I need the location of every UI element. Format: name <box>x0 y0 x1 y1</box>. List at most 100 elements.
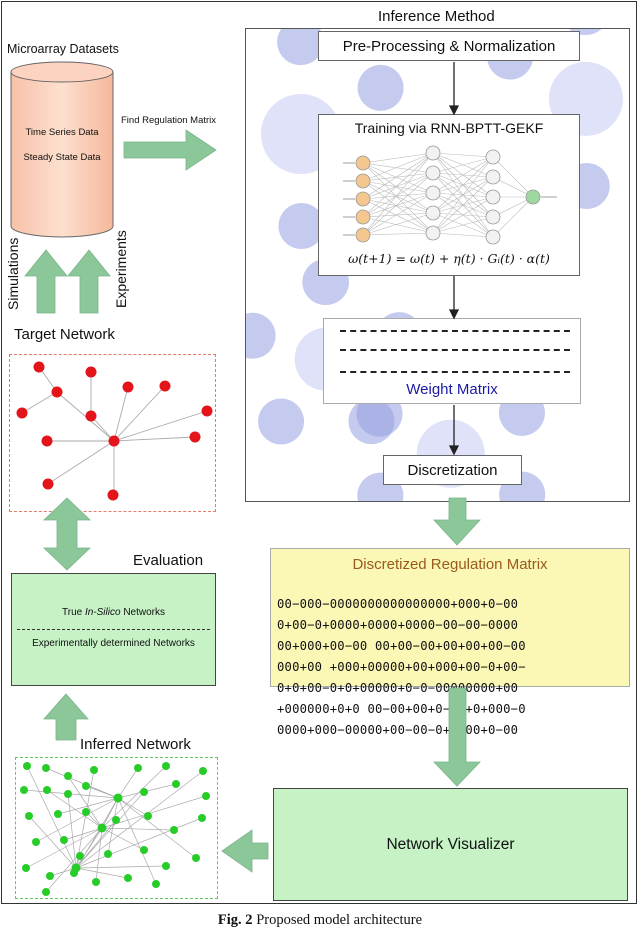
target-node <box>122 381 134 393</box>
nn-connection <box>362 192 434 200</box>
caption-label: Fig. 2 <box>217 912 253 928</box>
nn-connection <box>362 162 434 234</box>
caption-text: Proposed model architecture <box>252 912 423 928</box>
nn-connection <box>362 172 434 218</box>
inferred-edge <box>101 827 145 851</box>
inferred-edge <box>101 797 119 829</box>
inferred-node <box>140 846 148 854</box>
inferred-node <box>172 780 180 788</box>
nn-connection <box>492 156 534 198</box>
inferred-hub-node <box>71 863 81 873</box>
inference-method-title: Inference Method <box>378 8 495 25</box>
discretization-label: Discretization <box>407 462 498 479</box>
nn-connection <box>362 162 434 194</box>
inferred-network-box <box>15 757 218 899</box>
inferred-edge <box>117 797 149 817</box>
inferred-edge <box>75 769 95 869</box>
arrow-visualizer-to-inferred <box>221 829 269 873</box>
nn-neuron <box>425 145 441 161</box>
inferred-node <box>90 766 98 774</box>
nn-connection <box>362 232 434 236</box>
nn-connection <box>432 196 494 234</box>
inferred-node <box>112 816 120 824</box>
nn-neuron <box>355 173 371 189</box>
drm-row: 0+00−0+0000+0000+0000−00−00−0000 <box>277 618 519 632</box>
arrow-inference-to-drm <box>433 497 481 546</box>
datasets-cylinder <box>10 61 114 238</box>
nn-neuron <box>355 155 371 171</box>
inferred-node <box>192 854 200 862</box>
training-box: Training via RNN-BPTT-GEKF ω(t+1) = ω(t)… <box>318 114 580 276</box>
nn-connection <box>362 172 434 236</box>
arrow-inferred-to-evaluation <box>43 693 89 741</box>
nn-neuron <box>485 169 501 185</box>
nn-connection <box>362 152 434 200</box>
inferred-node <box>162 862 170 870</box>
nn-neuron <box>485 149 501 165</box>
inferred-edge <box>101 765 167 829</box>
target-edge <box>90 415 115 442</box>
nn-neuron <box>485 189 501 205</box>
inferred-network-graph <box>20 762 210 896</box>
target-node <box>85 366 97 378</box>
inferred-node <box>104 850 112 858</box>
target-hub-node <box>108 435 120 447</box>
nn-connection <box>362 180 434 194</box>
datasets-title: Microarray Datasets <box>7 42 119 56</box>
inferred-edge <box>26 765 77 869</box>
discretization-box: Discretization <box>383 455 522 485</box>
target-node <box>201 405 213 417</box>
inferred-edge <box>67 793 77 869</box>
evaluation-suffix: Networks <box>120 607 165 618</box>
nn-connection <box>362 152 434 236</box>
inferred-edge <box>63 827 103 841</box>
inferred-node <box>32 838 40 846</box>
nn-connection <box>362 212 434 236</box>
arrow-experiments-up <box>67 249 111 314</box>
inferred-node <box>162 762 170 770</box>
inferred-node <box>82 782 90 790</box>
nn-connection <box>362 180 434 214</box>
nn-connection <box>432 216 494 234</box>
inferred-node <box>82 808 90 816</box>
inferred-edge <box>75 867 129 879</box>
target-node <box>16 407 28 419</box>
figure-caption: Fig. 2 Proposed model architecture <box>0 912 640 929</box>
target-node <box>85 410 97 422</box>
inferred-edge <box>28 815 77 869</box>
nn-neuron <box>355 227 371 243</box>
nn-connection <box>432 156 494 234</box>
inferred-edge <box>57 797 119 815</box>
inferred-node <box>60 836 68 844</box>
inferred-node <box>170 826 178 834</box>
preprocessing-box: Pre-Processing & Normalization <box>318 31 580 61</box>
target-node <box>33 361 45 373</box>
inferred-edge <box>95 827 103 883</box>
target-node <box>42 478 54 490</box>
inferred-edge <box>46 789 103 829</box>
weight-dash-line <box>340 371 570 373</box>
target-network-graph <box>16 361 213 501</box>
find-regulation-label: Find Regulation Matrix <box>121 115 217 126</box>
inferred-edge <box>73 797 119 874</box>
target-edge <box>113 385 166 442</box>
inferred-node <box>144 812 152 820</box>
target-node <box>159 380 171 392</box>
inferred-edge <box>117 797 197 859</box>
target-node <box>189 431 201 443</box>
nn-connection <box>362 198 434 214</box>
nn-connection <box>362 162 434 214</box>
inferred-node <box>64 790 72 798</box>
nn-connection <box>432 156 494 194</box>
weight-matrix-box: Weight Matrix <box>323 318 581 404</box>
diagram-frame <box>1 1 637 904</box>
nn-neuron <box>425 225 441 241</box>
arrow-simulations-up <box>24 249 68 314</box>
arrow-target-evaluation <box>43 497 91 571</box>
inferred-node <box>76 852 84 860</box>
inferred-edge <box>75 827 103 869</box>
nn-neuron <box>485 209 501 225</box>
inferred-edge <box>85 785 119 799</box>
evaluation-divider <box>17 629 210 630</box>
